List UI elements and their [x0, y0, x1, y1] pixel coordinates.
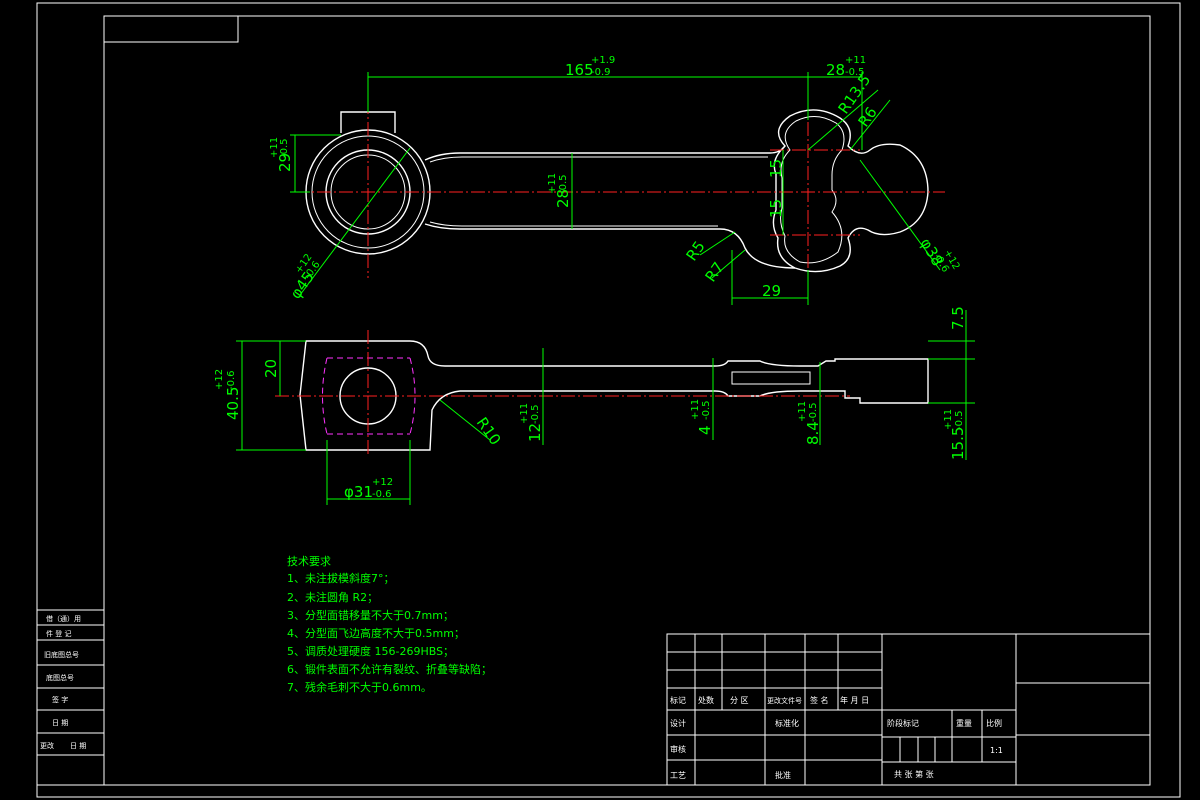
- left-cell-7: 日 期: [70, 742, 86, 750]
- note-3: 3、分型面错移量不大于0.7mm；: [287, 608, 454, 622]
- dim-28-shank-tol-up: +11: [547, 173, 558, 194]
- tb-label-sign: 签 名: [810, 695, 829, 705]
- note-4: 4、分型面飞边高度不大于0.5mm；: [287, 626, 465, 640]
- small-end-inner: [780, 116, 845, 264]
- leader-r5: [699, 231, 736, 256]
- tb-approve: 批准: [775, 770, 791, 780]
- tb-label-mark: 标记: [670, 695, 686, 705]
- note-7: 7、残余毛刺不大于0.6mm。: [287, 680, 432, 694]
- dim-75-label: 7.5: [949, 306, 967, 330]
- dim-155-tol-dn: -0.5: [954, 410, 965, 430]
- sheet-outer-border: [36, 2, 1181, 798]
- title-block: 标记 处数 分 区 更改文件号 签 名 年 月 日 设计 标准化 审核 工艺 批…: [666, 633, 1151, 786]
- tb-stage: 阶段标记: [887, 718, 919, 728]
- dim-4-tol-up: +11: [690, 399, 701, 420]
- notes-title: 技术要求: [287, 555, 331, 568]
- tb-process: 工艺: [670, 771, 686, 780]
- dim-28-head-label: 28: [826, 61, 845, 79]
- dim-28-head-tol-dn: -0.5: [845, 67, 865, 78]
- dim-20-label: 20: [262, 359, 280, 378]
- dim-r5-label: R5: [683, 238, 709, 265]
- shank-top-edge: [424, 145, 786, 161]
- tb-scale: 1:1: [990, 746, 1003, 755]
- dim-405-tol-up: +12: [214, 369, 225, 390]
- technical-notes: 技术要求 1、未注拔模斜度7°； 2、未注圆角 R2； 3、分型面错移量不大于0…: [287, 555, 492, 694]
- left-strip-frame: [36, 609, 105, 786]
- dim-15b-label: 15: [767, 199, 785, 218]
- dim-phi31-label: φ31: [344, 483, 373, 501]
- left-cell-0: 借（通）用: [46, 614, 81, 623]
- side-view-dimensions: 40.5 +12 -0.6 20 R10 12 +11 -0.5 4 +11 -…: [214, 306, 975, 505]
- dim-405-tol-dn: -0.6: [226, 370, 237, 390]
- sheet-inner-border: [103, 15, 1151, 786]
- shank-inner-top: [429, 156, 768, 163]
- dim-405-label: 40.5: [224, 387, 242, 420]
- note-5: 5、调质处理硬度 156-269HBS；: [287, 644, 454, 658]
- tb-weight: 重量: [956, 718, 972, 728]
- dim-phi31-tol-dn: -0.6: [372, 489, 392, 500]
- dim-12-tol-dn: -0.5: [530, 404, 541, 424]
- leader-r10: [439, 399, 491, 441]
- dim-29-left-tol-dn: -0.5: [279, 138, 290, 158]
- tb-designer: 设计: [670, 718, 686, 728]
- left-strip: 借（通）用 件 登 记 旧底图总号 底图总号 签 字 日 期 更改 日 期: [36, 609, 105, 786]
- dim-28-shank-label: 28: [554, 189, 572, 208]
- dim-phi31-tol-up: +12: [372, 477, 393, 488]
- dim-28-shank-tol-dn: -0.5: [558, 174, 569, 194]
- side-view: [275, 330, 929, 455]
- top-view: [295, 100, 945, 278]
- code-box: [103, 15, 239, 43]
- left-cell-6: 更改: [40, 741, 54, 750]
- note-6: 6、锻件表面不允许有裂纹、折叠等缺陷；: [287, 662, 492, 676]
- leader-phi45: [299, 147, 411, 296]
- tb-standardize: 标准化: [775, 718, 799, 728]
- tb-label-doc: 更改文件号: [767, 696, 802, 705]
- dim-165-tol-up: +1.9: [591, 55, 615, 66]
- dim-29-left-tol-up: +11: [269, 137, 280, 158]
- dim-12-tol-up: +11: [519, 403, 530, 424]
- left-cell-1: 件 登 记: [46, 629, 71, 638]
- tb-label-zone: 分 区: [730, 696, 749, 705]
- left-cell-5: 日 期: [52, 719, 68, 727]
- dim-28-head-tol-up: +11: [845, 55, 866, 66]
- dim-29-bottom-label: 29: [762, 282, 781, 300]
- dim-84-tol-dn: -0.5: [808, 402, 819, 422]
- dim-r6-label: R6: [855, 104, 881, 131]
- dim-165-label: 165: [565, 61, 594, 79]
- dim-r7-label: R7: [702, 259, 728, 286]
- side-slot: [731, 371, 811, 385]
- dim-84-label: 8.4: [804, 421, 822, 445]
- left-cell-4: 签 字: [52, 695, 68, 704]
- dim-84-tol-up: +11: [797, 401, 808, 422]
- dim-4-tol-dn: -0.5: [701, 400, 712, 420]
- top-view-dimensions: 165 +1.9 -0.9 28 +11 -0.5 R13.5 R6 29 +1…: [269, 55, 961, 305]
- tb-scale-label: 比例: [986, 718, 1002, 728]
- small-end-outline: [772, 109, 929, 273]
- leader-r135: [807, 89, 879, 151]
- note-1: 1、未注拔模斜度7°；: [287, 571, 395, 585]
- tb-checker: 审核: [670, 744, 686, 754]
- dim-165-tol-dn: -0.9: [591, 67, 611, 78]
- dim-155-label: 15.5: [949, 427, 967, 460]
- dim-12-label: 12: [526, 423, 544, 442]
- dim-r10-label: R10: [473, 414, 505, 449]
- leader-r6: [849, 99, 891, 151]
- side-outline: [299, 340, 929, 451]
- dim-15a-label: 15: [767, 159, 785, 178]
- leader-r7: [711, 249, 746, 279]
- dim-29-left-label: 29: [276, 153, 294, 172]
- dim-4-label: 4: [696, 425, 714, 435]
- leader-phi38: [859, 159, 941, 271]
- dim-155-tol-up: +11: [943, 409, 954, 430]
- left-cell-2: 旧底图总号: [44, 650, 79, 659]
- left-cell-3: 底图总号: [46, 673, 74, 682]
- tb-label-count: 处数: [698, 695, 714, 705]
- shank-inner-bottom: [429, 221, 718, 227]
- tb-sheets: 共 张 第 张: [894, 769, 934, 779]
- tb-label-date: 年 月 日: [840, 695, 869, 705]
- note-2: 2、未注圆角 R2；: [287, 590, 378, 604]
- shank-bottom-edge: [424, 223, 796, 269]
